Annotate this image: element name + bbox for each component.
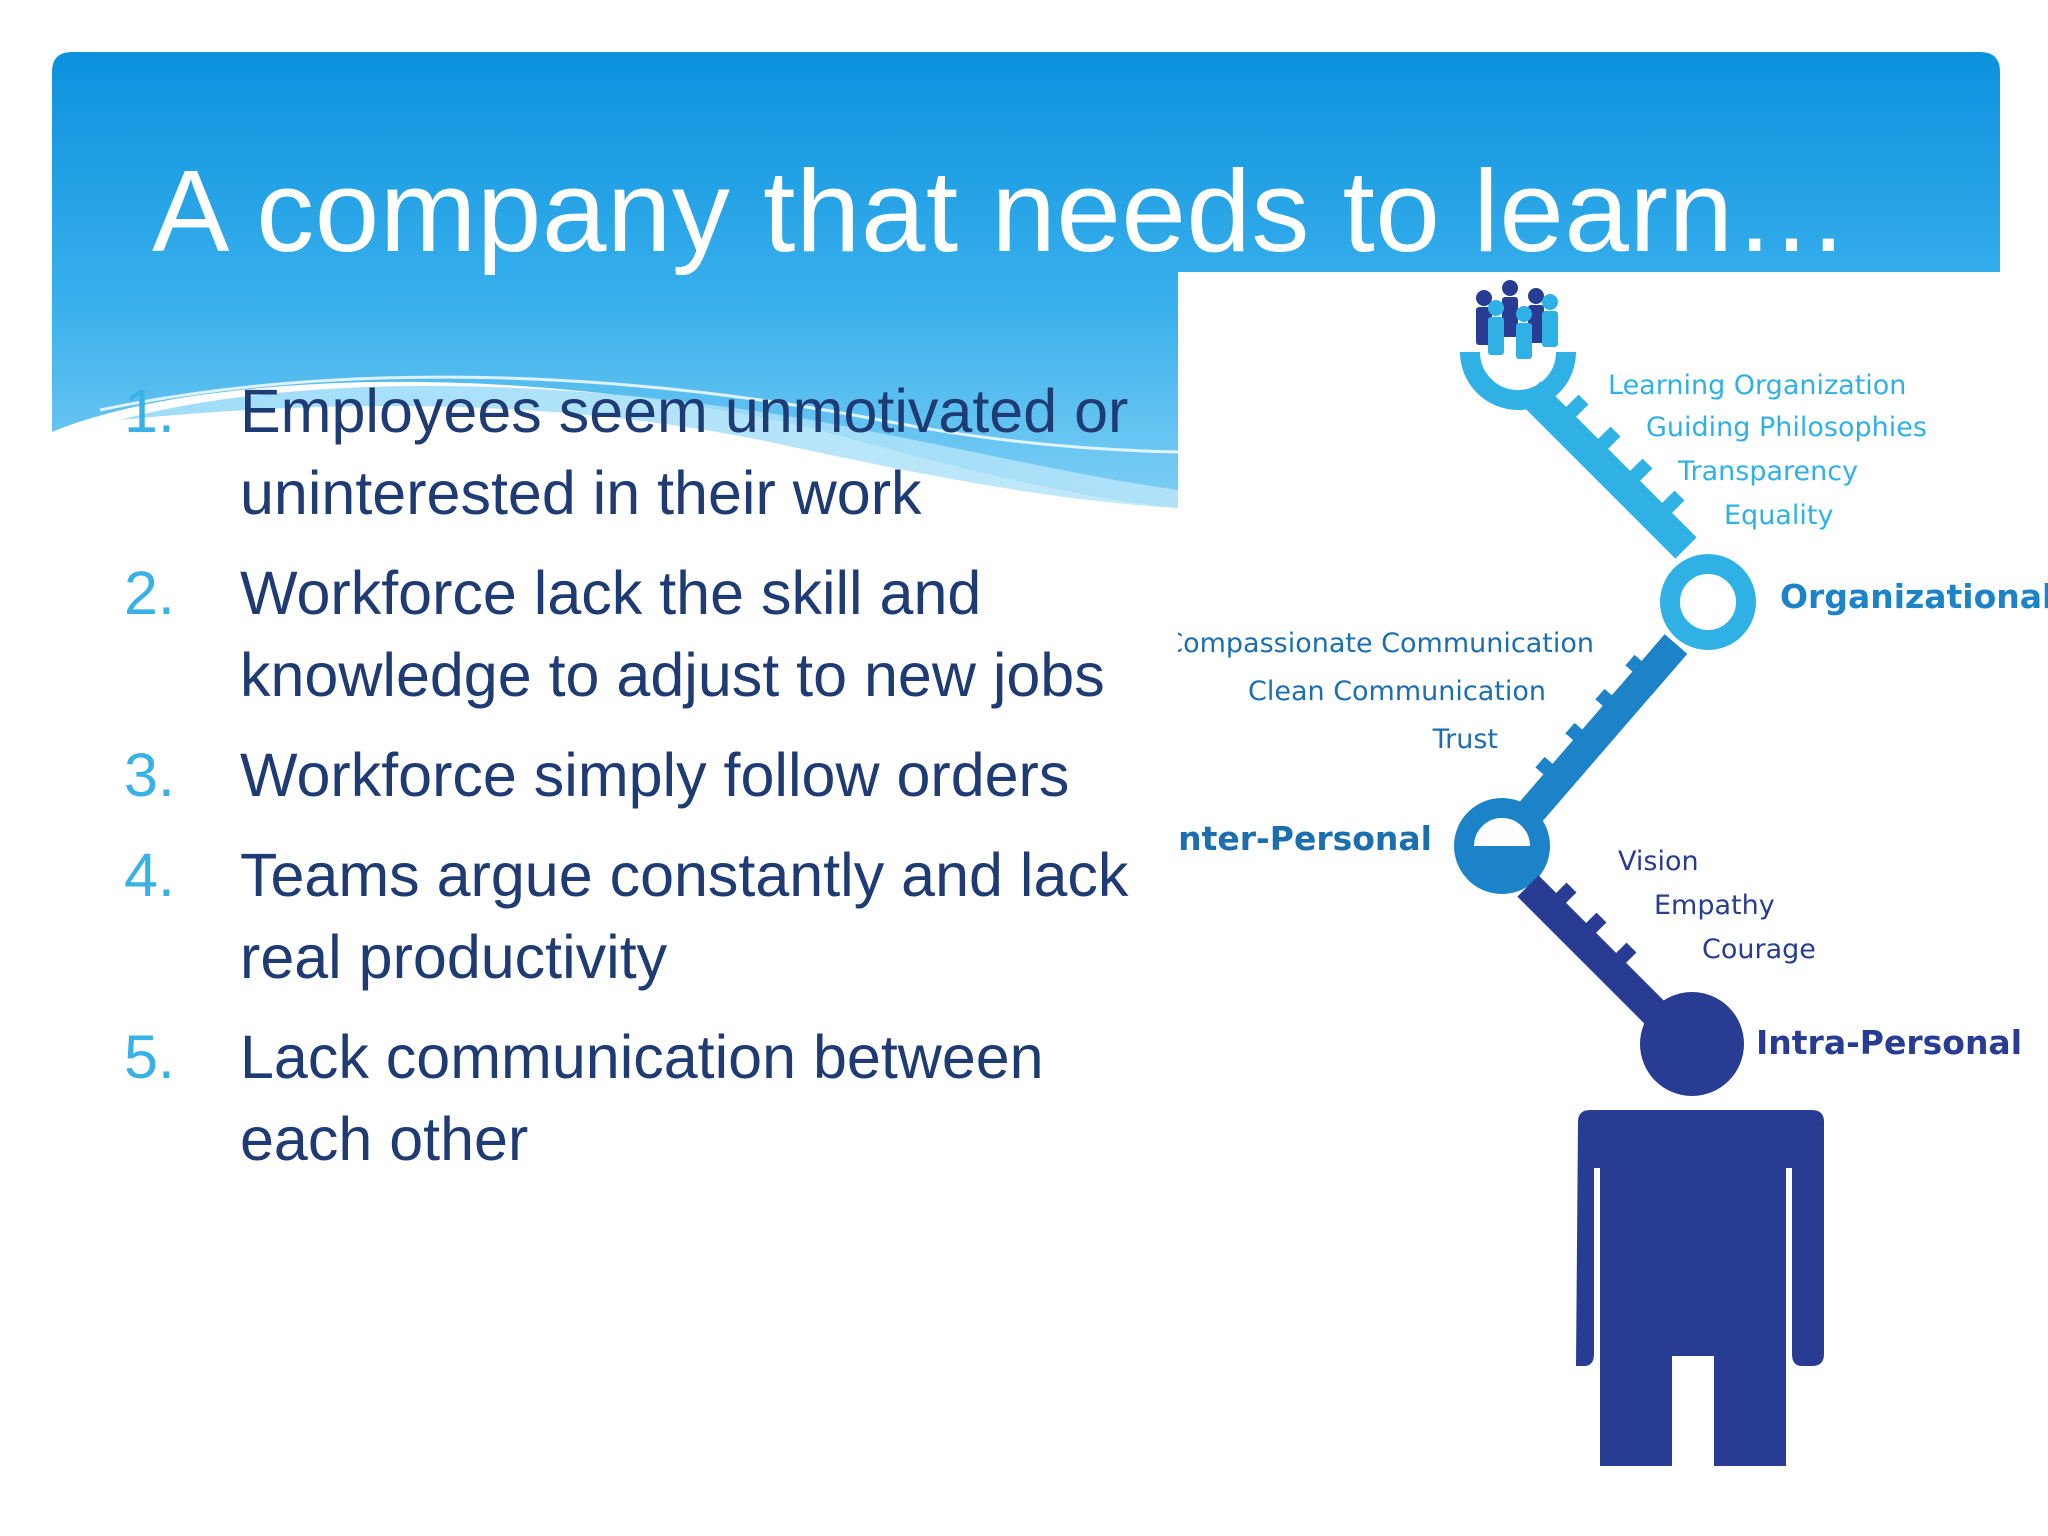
list-item: 2. Workforce lack the skill and knowledg… <box>124 552 1164 716</box>
inter-personal-arm <box>1510 634 1688 832</box>
organizational-item: Equality <box>1724 500 1833 531</box>
list-text: Workforce simply follow orders <box>240 741 1070 809</box>
inter-personal-label: Inter-Personal <box>1178 819 1432 858</box>
list-text: Employees seem unmotivated or uninterest… <box>240 377 1129 527</box>
list-item: 4. Teams argue constantly and lack real … <box>124 834 1164 998</box>
list-number: 2. <box>124 559 175 627</box>
list-item: 1. Employees seem unmotivated or uninter… <box>124 370 1164 534</box>
organizational-arm <box>1519 381 1697 559</box>
organizational-item: Learning Organization <box>1608 370 1906 401</box>
intra-personal-item: Courage <box>1702 934 1816 965</box>
list-item: 5. Lack communication between each other <box>124 1016 1164 1180</box>
inter-personal-item: Clean Communication <box>1248 676 1546 707</box>
intra-personal-item: Vision <box>1618 846 1699 877</box>
organizational-label: Organizational <box>1780 577 2048 616</box>
slide-title: A company that needs to learn… <box>152 146 1851 276</box>
list-number: 3. <box>124 741 175 809</box>
list-text: Workforce lack the skill and knowledge t… <box>240 559 1105 709</box>
list-item: 3. Workforce simply follow orders <box>124 734 1164 816</box>
inter-personal-node <box>1454 798 1550 894</box>
organizational-item: Transparency <box>1677 456 1858 487</box>
list-text: Lack communication between each other <box>240 1023 1044 1173</box>
organizational-node <box>1660 554 1756 650</box>
list-text: Teams argue constantly and lack real pro… <box>240 841 1129 991</box>
inter-personal-item: Trust <box>1432 724 1498 755</box>
development-diagram: Learning Organization Guiding Philosophi… <box>1178 274 2048 1474</box>
list-number: 1. <box>124 377 175 445</box>
person-icon <box>1576 992 1824 1466</box>
list-number: 5. <box>124 1023 175 1091</box>
intra-personal-arm <box>1517 875 1669 1027</box>
organizational-item: Guiding Philosophies <box>1646 412 1927 443</box>
list-number: 4. <box>124 841 175 909</box>
header-banner <box>52 52 2000 508</box>
inter-personal-item: Compassionate Communication <box>1178 628 1594 659</box>
intra-personal-label: Intra-Personal <box>1756 1023 2022 1062</box>
issue-list: 1. Employees seem unmotivated or uninter… <box>124 370 1164 1198</box>
team-icon <box>1460 280 1576 410</box>
intra-personal-item: Empathy <box>1654 890 1775 921</box>
